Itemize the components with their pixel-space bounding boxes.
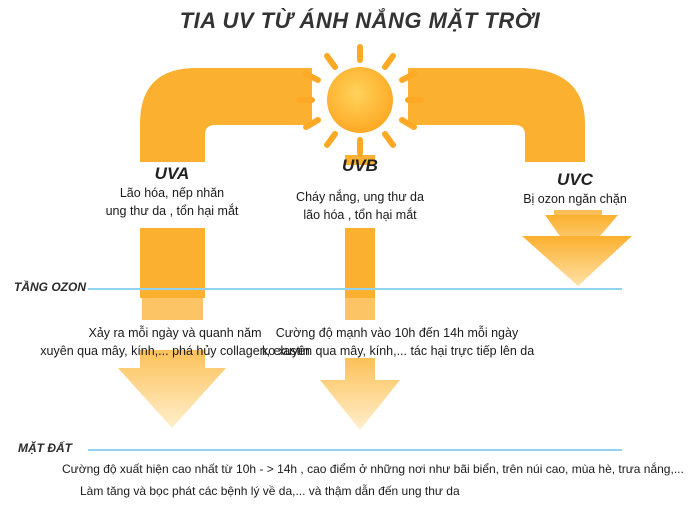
uvb-effect-1: Cháy nắng, ung thư da xyxy=(296,190,424,204)
uvc-arrow-stem xyxy=(554,210,602,215)
uva-ground-effect-2: xuyên qua mây, kính,... phá hủy collagen… xyxy=(40,344,310,358)
uva-label: UVA xyxy=(154,164,190,183)
uva-arrow xyxy=(118,350,226,428)
diagram-title: TIA UV TỪ ÁNH NẮNG MẶT TRỜI xyxy=(179,8,541,33)
uvc-label: UVC xyxy=(557,170,593,189)
uvb-label: UVB xyxy=(342,156,378,175)
uva-effect-2: ung thư da , tổn hại mắt xyxy=(105,204,239,218)
uvb-ground-effect-2: ko xuyên qua mây, kính,... tác hại trực … xyxy=(262,344,535,358)
uvb-ray-lower xyxy=(345,228,375,298)
uvb-arrow xyxy=(320,358,400,430)
footer-line-2: Làm tăng và bọc phát các bệnh lý về da,.… xyxy=(80,484,460,498)
sun-icon xyxy=(296,44,424,156)
uvb-ray-upper xyxy=(345,155,375,165)
uvb-ray-ground xyxy=(345,298,375,320)
uvc-ray-band xyxy=(408,68,585,162)
uva-ray-ground xyxy=(142,298,203,320)
uva-ground-effect-1: Xảy ra mỗi ngày và quanh năm xyxy=(88,326,262,340)
uvb-effect-2: lão hóa , tổn hại mắt xyxy=(303,208,417,222)
ground-layer-label: MẶT ĐẤT xyxy=(18,441,72,455)
uva-effect-1: Lão hóa, nếp nhăn xyxy=(119,186,225,200)
uva-ray-lower xyxy=(140,228,205,298)
ozone-layer-label: TẦNG OZON xyxy=(14,280,86,294)
uvc-effect-1: Bị ozon ngăn chặn xyxy=(523,192,627,206)
uva-ray-band xyxy=(140,68,312,162)
footer-line-1: Cường độ xuất hiện cao nhất từ 10h - > 1… xyxy=(62,462,684,476)
uvc-arrow-head xyxy=(522,236,632,286)
uvb-ground-effect-1: Cường độ mạnh vào 10h đến 14h mỗi ngày xyxy=(275,326,519,340)
